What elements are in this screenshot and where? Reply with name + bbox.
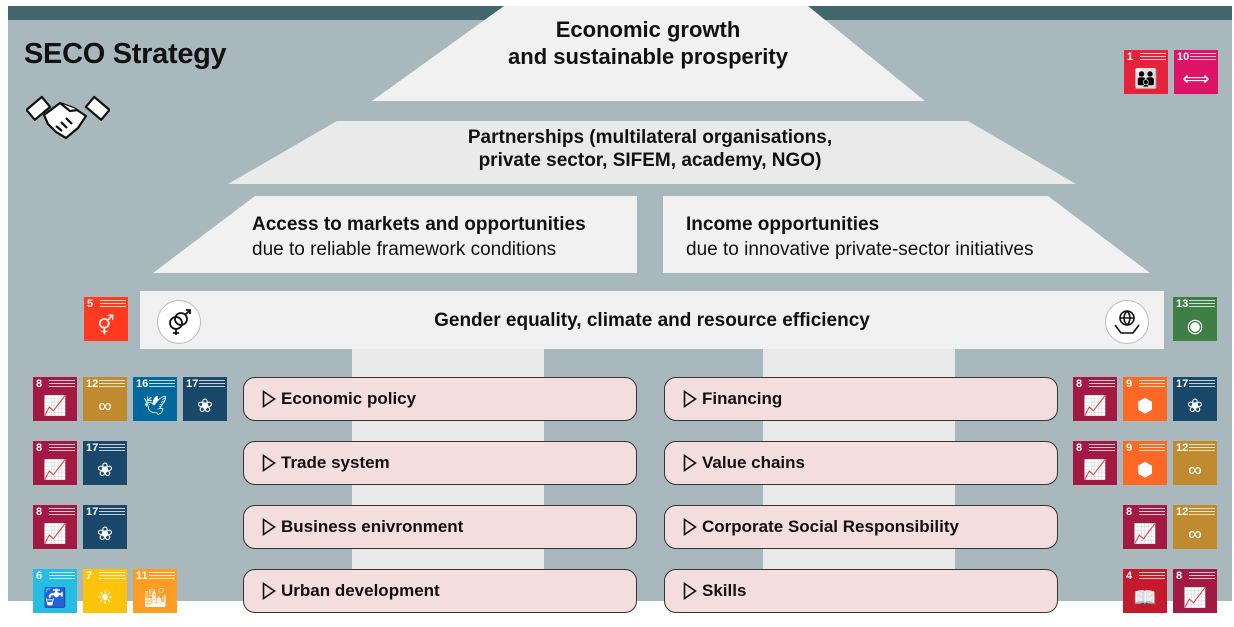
instrument-pill-right: Corporate Social Responsibility xyxy=(664,505,1058,549)
sdg-6-icon: 6🚰 xyxy=(33,569,77,613)
play-triangle-icon xyxy=(683,454,697,472)
instrument-label: Urban development xyxy=(281,581,440,600)
roof-line-1: Economic growth xyxy=(555,17,741,42)
sdg-8-icon: 8📈 xyxy=(1073,377,1117,421)
income-heading: Income opportunities xyxy=(686,214,880,235)
sdg-8-icon: 8📈 xyxy=(33,505,77,549)
play-triangle-icon xyxy=(262,518,276,536)
instrument-pill-left: Economic policy xyxy=(243,377,637,421)
income-panel xyxy=(663,196,1150,273)
roof-triangle xyxy=(372,6,925,101)
sdg-12-icon: 12∞ xyxy=(83,377,127,421)
sdg-8-icon: 8📈 xyxy=(33,441,77,485)
instrument-pill-left: Trade system xyxy=(243,441,637,485)
sdg-16-icon: 16🕊 xyxy=(133,377,177,421)
sdg-7-icon: 7☀ xyxy=(83,569,127,613)
instrument-label: Business enivronment xyxy=(281,517,464,536)
instrument-pill-right: Skills xyxy=(664,569,1058,613)
instrument-label: Financing xyxy=(702,389,783,408)
sdg-11-icon: 11🏙 xyxy=(133,569,177,613)
sdg-12-icon: 12∞ xyxy=(1173,505,1217,549)
sdg-8-icon: 8📈 xyxy=(33,377,77,421)
instrument-pill-right: Value chains xyxy=(664,441,1058,485)
instrument-label: Skills xyxy=(702,581,747,600)
partnerships-line-2: private sector, SIFEM, academy, NGO) xyxy=(478,150,822,172)
instrument-label: Economic policy xyxy=(281,389,417,408)
instrument-pill-left: Urban development xyxy=(243,569,637,613)
sdg-8-icon: 8📈 xyxy=(1173,569,1217,613)
sdg-4-icon: 4📖 xyxy=(1123,569,1167,613)
sdg-8-icon: 8📈 xyxy=(1073,441,1117,485)
band-label: Gender equality, climate and resource ef… xyxy=(434,310,870,331)
play-triangle-icon xyxy=(683,518,697,536)
sdg-9-icon: 9⬢ xyxy=(1123,377,1167,421)
globe-hands-icon xyxy=(1105,300,1149,344)
page-title: SECO Strategy xyxy=(24,38,227,70)
partnerships-trapezoid xyxy=(228,121,1076,184)
sdg-9-icon: 9⬢ xyxy=(1123,441,1167,485)
play-triangle-icon xyxy=(683,390,697,408)
income-opportunities-label: Income opportunities due to innovative p… xyxy=(686,212,1033,262)
sdg-12-icon: 12∞ xyxy=(1173,441,1217,485)
instrument-label: Trade system xyxy=(281,453,390,472)
transversal-band xyxy=(140,291,1164,349)
access-subtitle: due to reliable framework conditions xyxy=(252,239,557,261)
instrument-label: Corporate Social Responsibility xyxy=(702,517,959,536)
instrument-label: Value chains xyxy=(702,453,805,472)
instrument-pill-left: Business enivronment xyxy=(243,505,637,549)
sdg-1-icon: 1👪 xyxy=(1124,50,1168,94)
sdg-5-icon: 5⚥ xyxy=(84,297,128,341)
access-markets-label: Access to markets and opportunities due … xyxy=(252,212,586,262)
sdg-8-icon: 8📈 xyxy=(1123,505,1167,549)
play-triangle-icon xyxy=(683,582,697,600)
partnerships-label: Partnerships (multilateral organisations… xyxy=(330,126,970,172)
sdg-17-icon: 17❀ xyxy=(183,377,227,421)
sdg-17-icon: 17❀ xyxy=(1173,377,1217,421)
sdg-13-icon: 13◉ xyxy=(1173,297,1217,341)
play-triangle-icon xyxy=(262,454,276,472)
partnerships-line-1: Partnerships (multilateral organisations… xyxy=(467,127,833,148)
roof-label: Economic growth and sustainable prosperi… xyxy=(408,17,888,71)
instrument-pill-right: Financing xyxy=(664,377,1058,421)
sdg-17-icon: 17❀ xyxy=(83,441,127,485)
access-heading: Access to markets and opportunities xyxy=(252,214,586,235)
play-triangle-icon xyxy=(262,582,276,600)
sdg-17-icon: 17❀ xyxy=(83,505,127,549)
access-panel xyxy=(153,196,637,273)
handshake-icon xyxy=(26,95,110,140)
sdg-10-icon: 10⟺ xyxy=(1174,50,1218,94)
gender-icon xyxy=(157,300,201,344)
income-subtitle: due to innovative private-sector initiat… xyxy=(686,239,1034,261)
roof-line-2: and sustainable prosperity xyxy=(508,43,788,69)
play-triangle-icon xyxy=(262,390,276,408)
